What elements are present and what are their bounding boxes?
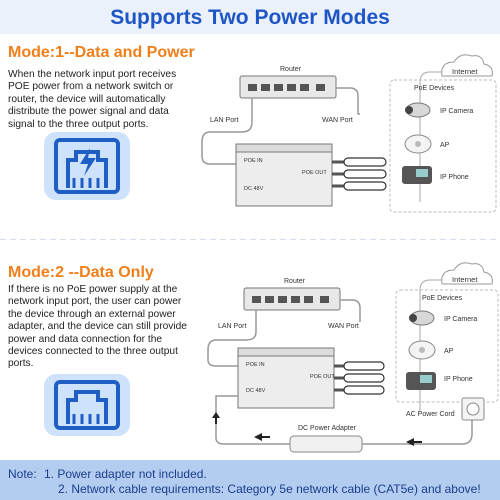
note-line: 2. Network cable requirements: Category … xyxy=(58,482,481,496)
device-label: IP Camera xyxy=(444,316,477,323)
device-label: IP Phone xyxy=(440,174,469,181)
router-label: Router xyxy=(280,66,302,73)
mode1-description: When the network input port receives POE… xyxy=(8,69,218,131)
poe-devices-label: PoE Devices xyxy=(422,295,463,302)
wall-outlet-icon xyxy=(461,397,485,421)
section-divider xyxy=(0,239,500,240)
note-banner xyxy=(0,460,500,500)
poe-out-label: POE OUT xyxy=(302,170,327,176)
wan-port-label: WAN Port xyxy=(322,117,353,124)
device-label: IP Camera xyxy=(440,108,473,115)
device-label: AP xyxy=(444,348,454,355)
dc-label: DC 48V xyxy=(246,388,266,394)
internet-label: Internet xyxy=(452,67,478,76)
mode2-diagram: Internet Router LAN Port WAN Port POE IN… xyxy=(207,262,499,453)
mode1-desc-line: POE power from a network switch or xyxy=(8,81,174,93)
ip-camera-icon xyxy=(409,310,435,326)
mode1-diagram: Internet Router LAN Port WAN Port POE IN… xyxy=(201,54,497,213)
note-label: Note: xyxy=(8,467,37,481)
internet-cloud-icon: Internet xyxy=(441,262,493,285)
dc-power-adapter-icon xyxy=(289,435,363,453)
cord-label: AC Power Cord xyxy=(406,411,455,418)
mode2-desc-line: If there is no PoE power supply at the xyxy=(8,284,178,295)
arrow-left-icon xyxy=(406,438,422,446)
mode2-desc-line: adapter, and the device can still provid… xyxy=(8,321,187,333)
ip-phone-icon xyxy=(406,372,436,390)
mode2-desc-line: ports. xyxy=(8,358,34,370)
access-point-icon xyxy=(408,340,436,360)
router-icon xyxy=(243,287,341,311)
mode2-title: Mode:2 --Data Only xyxy=(8,264,154,281)
internet-cloud-icon: Internet xyxy=(441,54,493,77)
mode1-desc-line: signal to the three output ports. xyxy=(8,118,149,130)
device-label: AP xyxy=(440,142,450,149)
lan-port-label: LAN Port xyxy=(210,117,238,124)
poe-devices-label: PoE Devices xyxy=(414,85,455,92)
page-title: Supports Two Power Modes xyxy=(110,6,390,29)
poe-in-label: POE IN xyxy=(244,158,263,164)
mode2-desc-line: power and data connection for the xyxy=(8,333,163,345)
internet-label: Internet xyxy=(452,275,478,284)
dc-label: DC 48V xyxy=(244,186,264,192)
ip-camera-icon xyxy=(405,102,431,118)
access-point-icon xyxy=(404,134,432,154)
mode1-desc-line: When the network input port receives xyxy=(8,69,177,80)
device-label: IP Phone xyxy=(444,376,473,383)
router-label: Router xyxy=(284,278,306,285)
wan-port-label: WAN Port xyxy=(328,323,359,330)
poe-in-label: POE IN xyxy=(246,362,265,368)
mode2-desc-line: network input port, the user can power xyxy=(8,296,182,308)
lightning-icon xyxy=(80,148,96,176)
mode2-desc-line: devices connected to the three output xyxy=(8,346,178,358)
arrow-up-icon xyxy=(212,412,220,424)
mode2-desc-line: the device through an external power xyxy=(8,308,176,320)
poe-switch-device: POE IN POE OUT DC 48V xyxy=(237,347,335,409)
poe-switch-device: POE IN POE OUT DC 48V xyxy=(235,143,333,207)
header-banner: Supports Two Power Modes xyxy=(0,0,500,34)
mode1-title: Mode:1--Data and Power xyxy=(8,44,195,61)
lan-port-label: LAN Port xyxy=(218,323,246,330)
arrow-left-icon xyxy=(254,433,270,441)
router-icon xyxy=(239,75,337,99)
mode1-desc-line: distribute the power signal and data xyxy=(8,106,169,118)
mode1-desc-line: router, the device will automatically xyxy=(8,93,166,105)
note-line: 1. Power adapter not included. xyxy=(44,467,207,481)
poe-out-label: POE OUT xyxy=(310,374,335,380)
ip-phone-icon xyxy=(402,166,432,184)
ethernet-port-icon xyxy=(44,374,130,436)
adapter-label: DC Power Adapter xyxy=(298,425,357,432)
poe-port-icon xyxy=(44,132,130,200)
mode2-description: If there is no PoE power supply at the n… xyxy=(8,284,220,371)
